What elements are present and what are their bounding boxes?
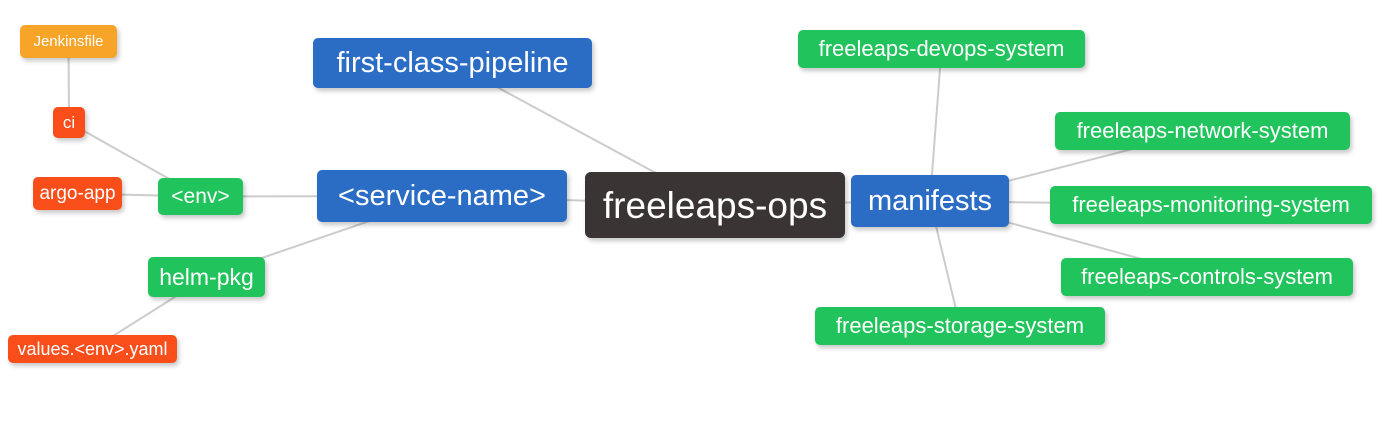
node-first-class-pipeline[interactable]: first-class-pipeline	[313, 38, 592, 88]
node-argo-app[interactable]: argo-app	[33, 177, 122, 210]
node-env[interactable]: <env>	[158, 178, 243, 215]
node-service-name[interactable]: <service-name>	[317, 170, 567, 222]
node-freeleaps-storage-system[interactable]: freeleaps-storage-system	[815, 307, 1105, 345]
node-freeleaps-monitoring-system[interactable]: freeleaps-monitoring-system	[1050, 186, 1372, 224]
node-manifests[interactable]: manifests	[851, 175, 1009, 227]
node-freeleaps-ops[interactable]: freeleaps-ops	[585, 172, 845, 238]
node-ci[interactable]: ci	[53, 107, 85, 138]
node-freeleaps-controls-system[interactable]: freeleaps-controls-system	[1061, 258, 1353, 296]
node-jenkinsfile[interactable]: Jenkinsfile	[20, 25, 117, 58]
node-helm-pkg[interactable]: helm-pkg	[148, 257, 265, 297]
node-freeleaps-devops-system[interactable]: freeleaps-devops-system	[798, 30, 1085, 68]
node-freeleaps-network-system[interactable]: freeleaps-network-system	[1055, 112, 1350, 150]
node-values-env-yaml[interactable]: values.<env>.yaml	[8, 335, 177, 363]
